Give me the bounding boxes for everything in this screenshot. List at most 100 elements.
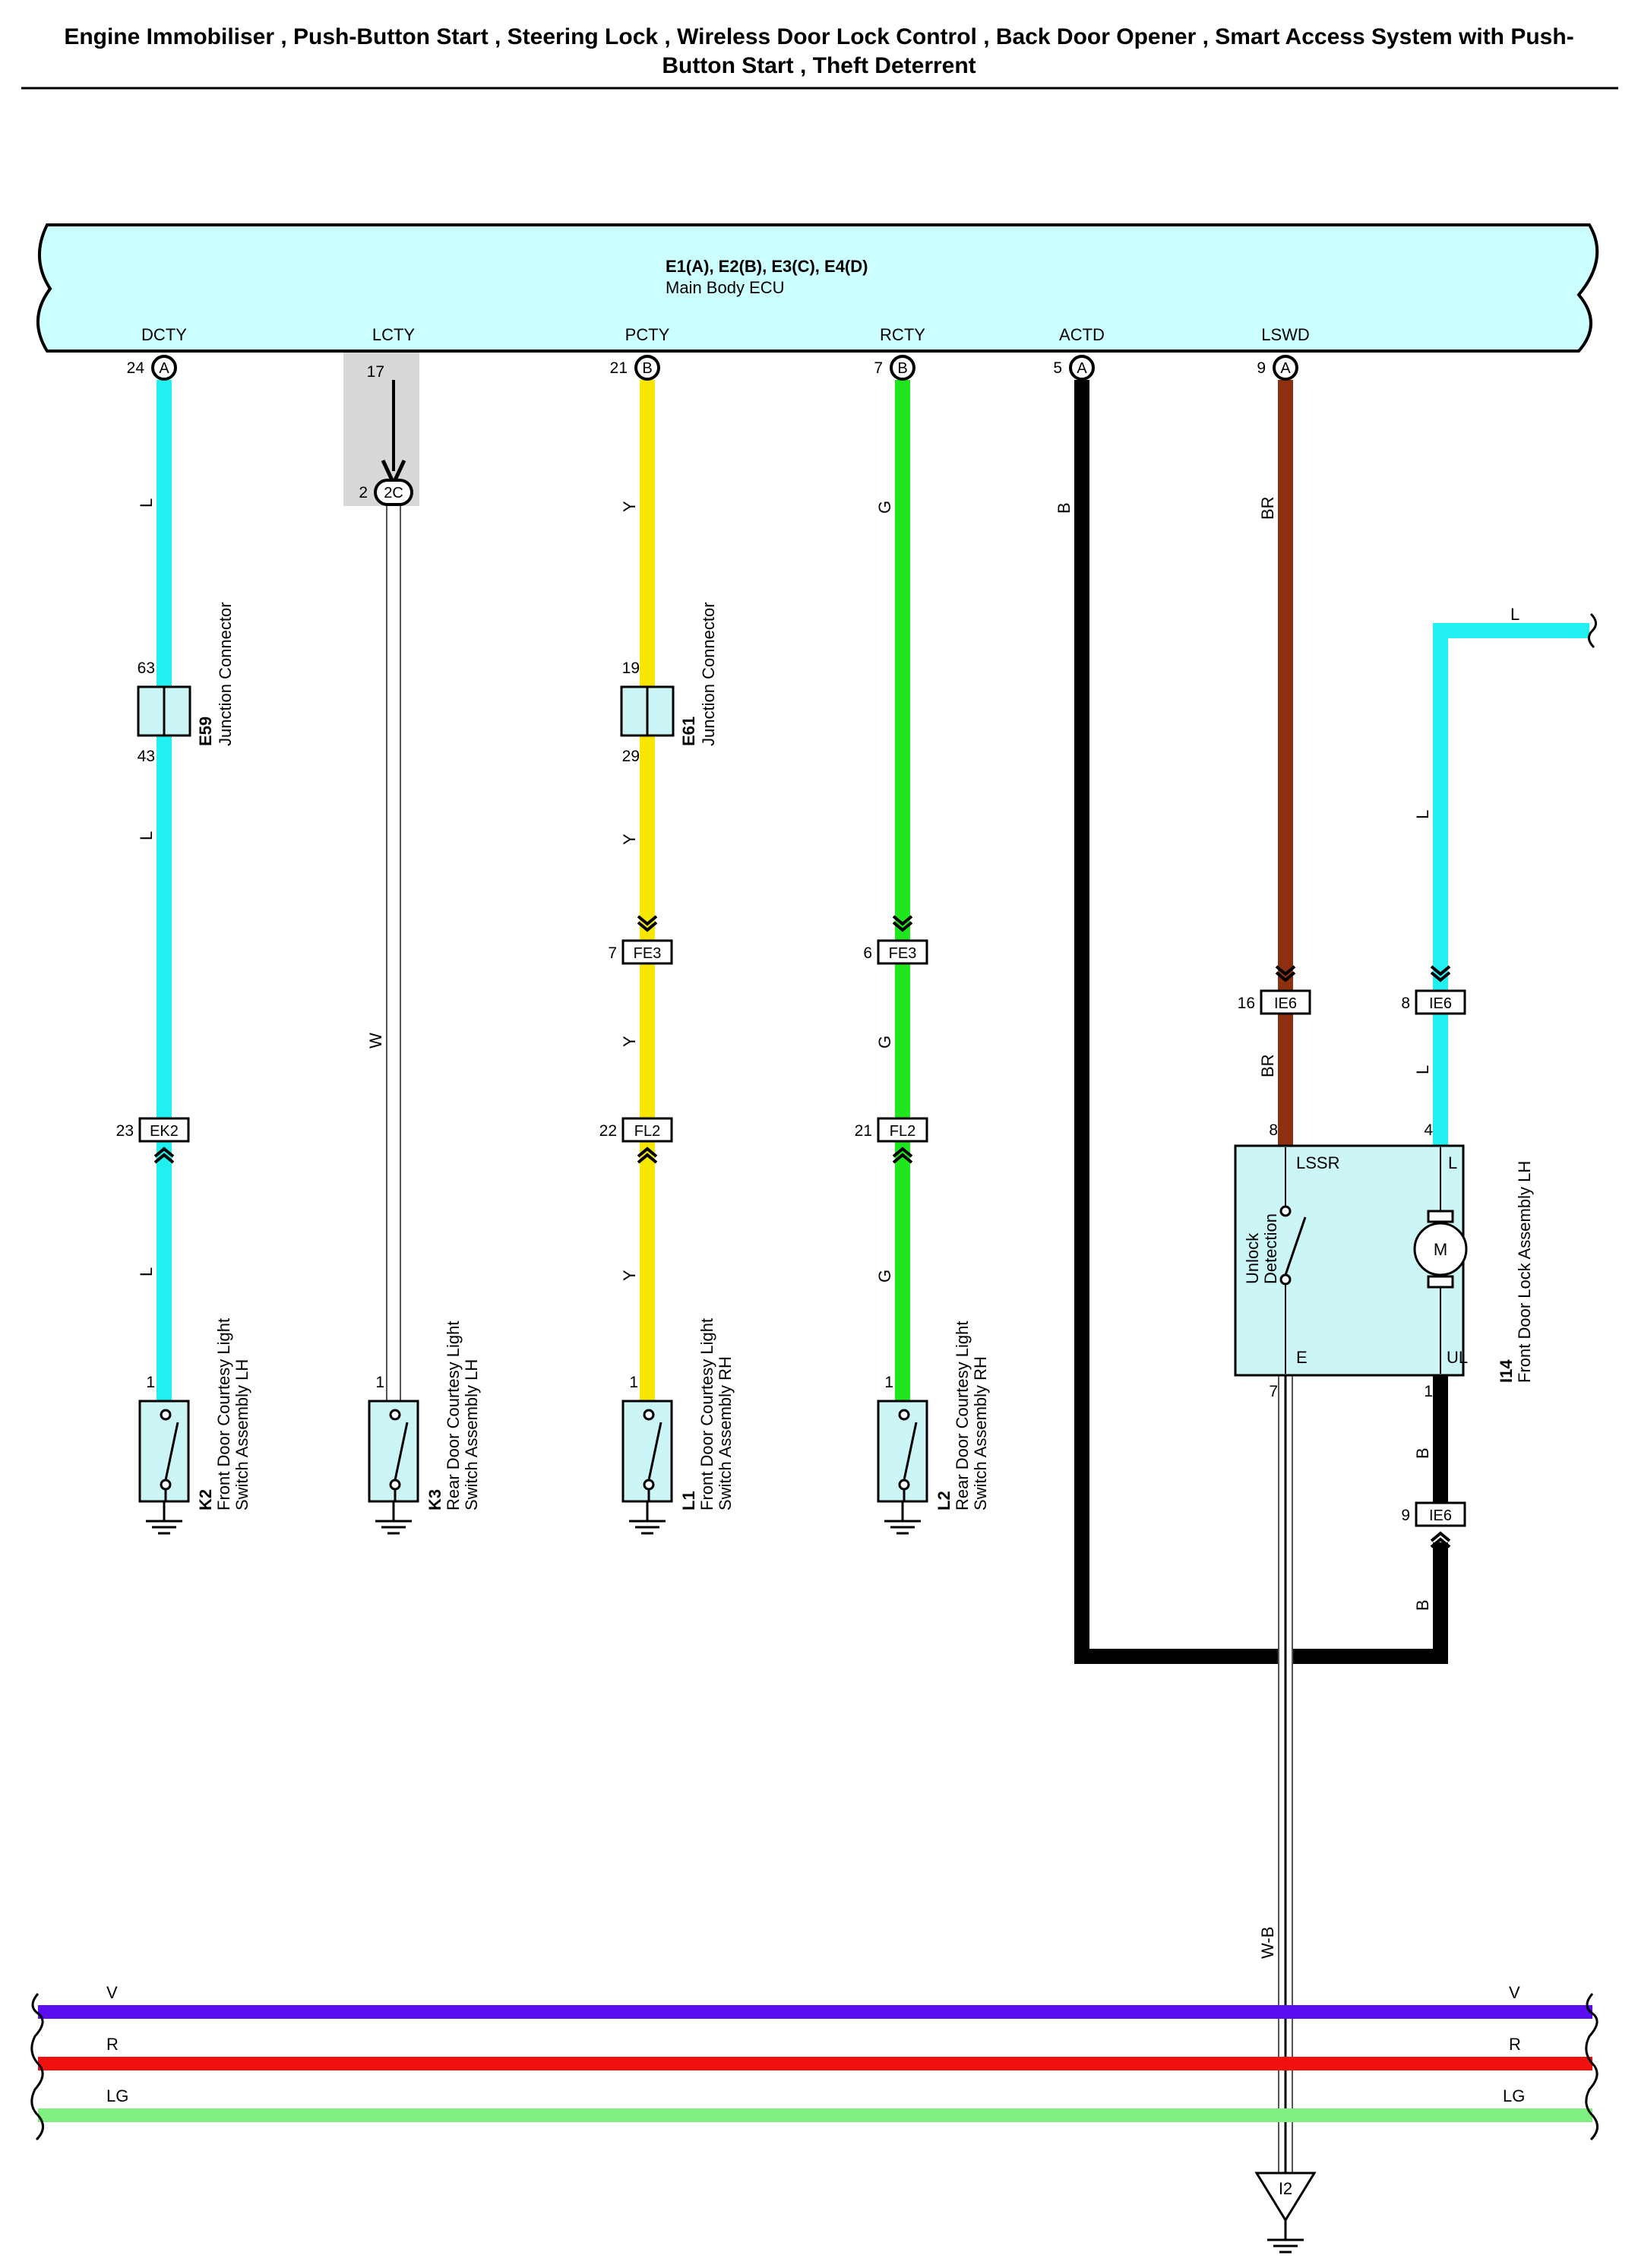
svg-text:FL2: FL2: [634, 1123, 660, 1140]
svg-text:1: 1: [146, 1374, 155, 1391]
svg-text:A: A: [1280, 360, 1291, 377]
svg-text:17: 17: [367, 363, 384, 381]
wire-label-rcty-1: G: [875, 501, 894, 514]
svg-text:Unlock: Unlock: [1243, 1232, 1262, 1284]
svg-text:L2: L2: [934, 1491, 953, 1510]
svg-text:B: B: [642, 360, 652, 377]
svg-text:A: A: [1077, 360, 1087, 377]
svg-text:UL: UL: [1447, 1348, 1468, 1367]
svg-text:7: 7: [874, 359, 883, 377]
svg-text:Rear Door Courtesy Light: Rear Door Courtesy Light: [953, 1321, 972, 1510]
svg-text:Switch Assembly LH: Switch Assembly LH: [232, 1359, 251, 1510]
svg-text:2: 2: [359, 484, 368, 501]
wire-label-l-mid: L: [1413, 810, 1432, 819]
svg-text:I2: I2: [1279, 2179, 1292, 2198]
svg-text:2C: 2C: [384, 485, 403, 501]
connector-ie6-l: IE6 8: [1401, 965, 1466, 1015]
ecu-terminal-actd: ACTD: [1059, 325, 1105, 344]
ecu-terminal-lcty: LCTY: [372, 325, 416, 344]
bus-label-v-right: V: [1509, 1983, 1520, 2002]
svg-text:1: 1: [629, 1374, 638, 1391]
ecu-name: Main Body ECU: [666, 278, 785, 297]
svg-text:E61: E61: [679, 716, 698, 746]
wire-label-actd-b: B: [1055, 502, 1074, 514]
door-lock-assembly-i14: 8 4 7 1 LSSR L E UL Unlock Detection M I…: [1234, 1121, 1534, 1400]
wire-label-ul-b-2: B: [1413, 1599, 1432, 1611]
svg-text:7: 7: [608, 944, 617, 962]
switch-k3: 1 K3 Rear Door Courtesy Light Switch Ass…: [368, 1321, 481, 1535]
svg-text:FL2: FL2: [890, 1123, 915, 1140]
svg-text:FE3: FE3: [634, 945, 662, 962]
svg-text:Rear Door Courtesy Light: Rear Door Courtesy Light: [444, 1321, 463, 1510]
ecu-terminal-lswd: LSWD: [1261, 325, 1310, 344]
svg-text:E: E: [1296, 1348, 1308, 1367]
ecu-pin-rcty: B 7: [874, 355, 915, 381]
svg-text:Switch Assembly RH: Switch Assembly RH: [971, 1356, 990, 1510]
svg-text:7: 7: [1269, 1383, 1278, 1400]
svg-text:1: 1: [375, 1374, 384, 1391]
wire-label-rcty-2: G: [875, 1036, 894, 1049]
svg-text:L1: L1: [679, 1491, 698, 1510]
ecu-connectors: E1(A), E2(B), E3(C), E4(D): [666, 257, 868, 276]
title-line-1: Engine Immobiliser , Push-Button Start ,…: [64, 24, 1574, 49]
svg-text:43: 43: [138, 748, 155, 765]
svg-text:FE3: FE3: [889, 945, 917, 962]
bus-label-lg-left: LG: [106, 2086, 128, 2105]
svg-text:A: A: [159, 360, 169, 377]
svg-text:Junction Connector: Junction Connector: [216, 602, 235, 746]
svg-text:IE6: IE6: [1429, 1507, 1452, 1524]
bus-label-r-left: R: [106, 2035, 119, 2054]
wire-actd-b: [1074, 380, 1448, 1664]
bus-break-right-icon: [1585, 1993, 1598, 2141]
svg-text:B: B: [897, 360, 907, 377]
wire-label-ul-b-1: B: [1413, 1447, 1432, 1459]
svg-text:Switch Assembly RH: Switch Assembly RH: [716, 1356, 735, 1510]
svg-text:23: 23: [116, 1122, 134, 1140]
wire-label-dcty-3: L: [137, 1267, 156, 1276]
connector-fe3-rcty: FE3 6: [863, 915, 928, 965]
svg-text:Front Door Lock Assembly LH: Front Door Lock Assembly LH: [1515, 1161, 1534, 1383]
svg-text:22: 22: [599, 1122, 617, 1140]
ecu-terminal-pcty: PCTY: [625, 325, 670, 344]
connector-2c: 2C 2: [359, 479, 413, 506]
svg-text:63: 63: [138, 660, 155, 677]
ecu-terminal-dcty: DCTY: [141, 325, 187, 344]
svg-text:LSSR: LSSR: [1296, 1153, 1339, 1172]
svg-text:IE6: IE6: [1429, 995, 1452, 1012]
switch-l1: 1 L1 Front Door Courtesy Light Switch As…: [621, 1318, 735, 1535]
ecu-box: [36, 223, 1599, 353]
svg-text:24: 24: [127, 359, 145, 377]
wire-label-l-top: L: [1510, 605, 1519, 624]
svg-text:Detection: Detection: [1261, 1213, 1280, 1284]
junction-connector-e59: 63 43 E59 Junction Connector: [137, 602, 235, 765]
wire-l-break-icon: [1588, 612, 1597, 649]
wire-l-right: [1433, 623, 1589, 1147]
svg-text:29: 29: [622, 748, 640, 765]
svg-text:4: 4: [1424, 1121, 1433, 1139]
wire-label-l-low: L: [1413, 1065, 1432, 1074]
svg-text:19: 19: [622, 660, 640, 677]
wire-label-dcty-1: L: [137, 498, 156, 508]
wire-label-pcty-3: Y: [620, 1036, 639, 1047]
wire-label-dcty-2: L: [137, 831, 156, 840]
svg-text:IE6: IE6: [1274, 995, 1297, 1012]
svg-text:M: M: [1434, 1240, 1447, 1259]
svg-text:K2: K2: [196, 1489, 215, 1510]
wire-label-lcty-w: W: [366, 1033, 385, 1049]
svg-text:K3: K3: [425, 1489, 444, 1510]
svg-text:21: 21: [610, 359, 628, 377]
bus-label-v-left: V: [106, 1983, 118, 2002]
svg-text:Front Door Courtesy Light: Front Door Courtesy Light: [697, 1318, 716, 1510]
svg-text:9: 9: [1401, 1507, 1410, 1524]
ground-point-i2: I2: [1254, 2172, 1317, 2254]
svg-text:8: 8: [1269, 1121, 1278, 1139]
motor-icon: [1413, 1222, 1468, 1276]
svg-text:8: 8: [1401, 995, 1410, 1012]
svg-text:E59: E59: [196, 716, 215, 746]
svg-text:Front Door Courtesy Light: Front Door Courtesy Light: [214, 1318, 233, 1510]
svg-text:5: 5: [1053, 359, 1062, 377]
svg-text:21: 21: [855, 1122, 872, 1140]
connector-fe3-pcty: FE3 7: [608, 915, 673, 965]
wire-label-lswd-2: BR: [1258, 1054, 1277, 1077]
